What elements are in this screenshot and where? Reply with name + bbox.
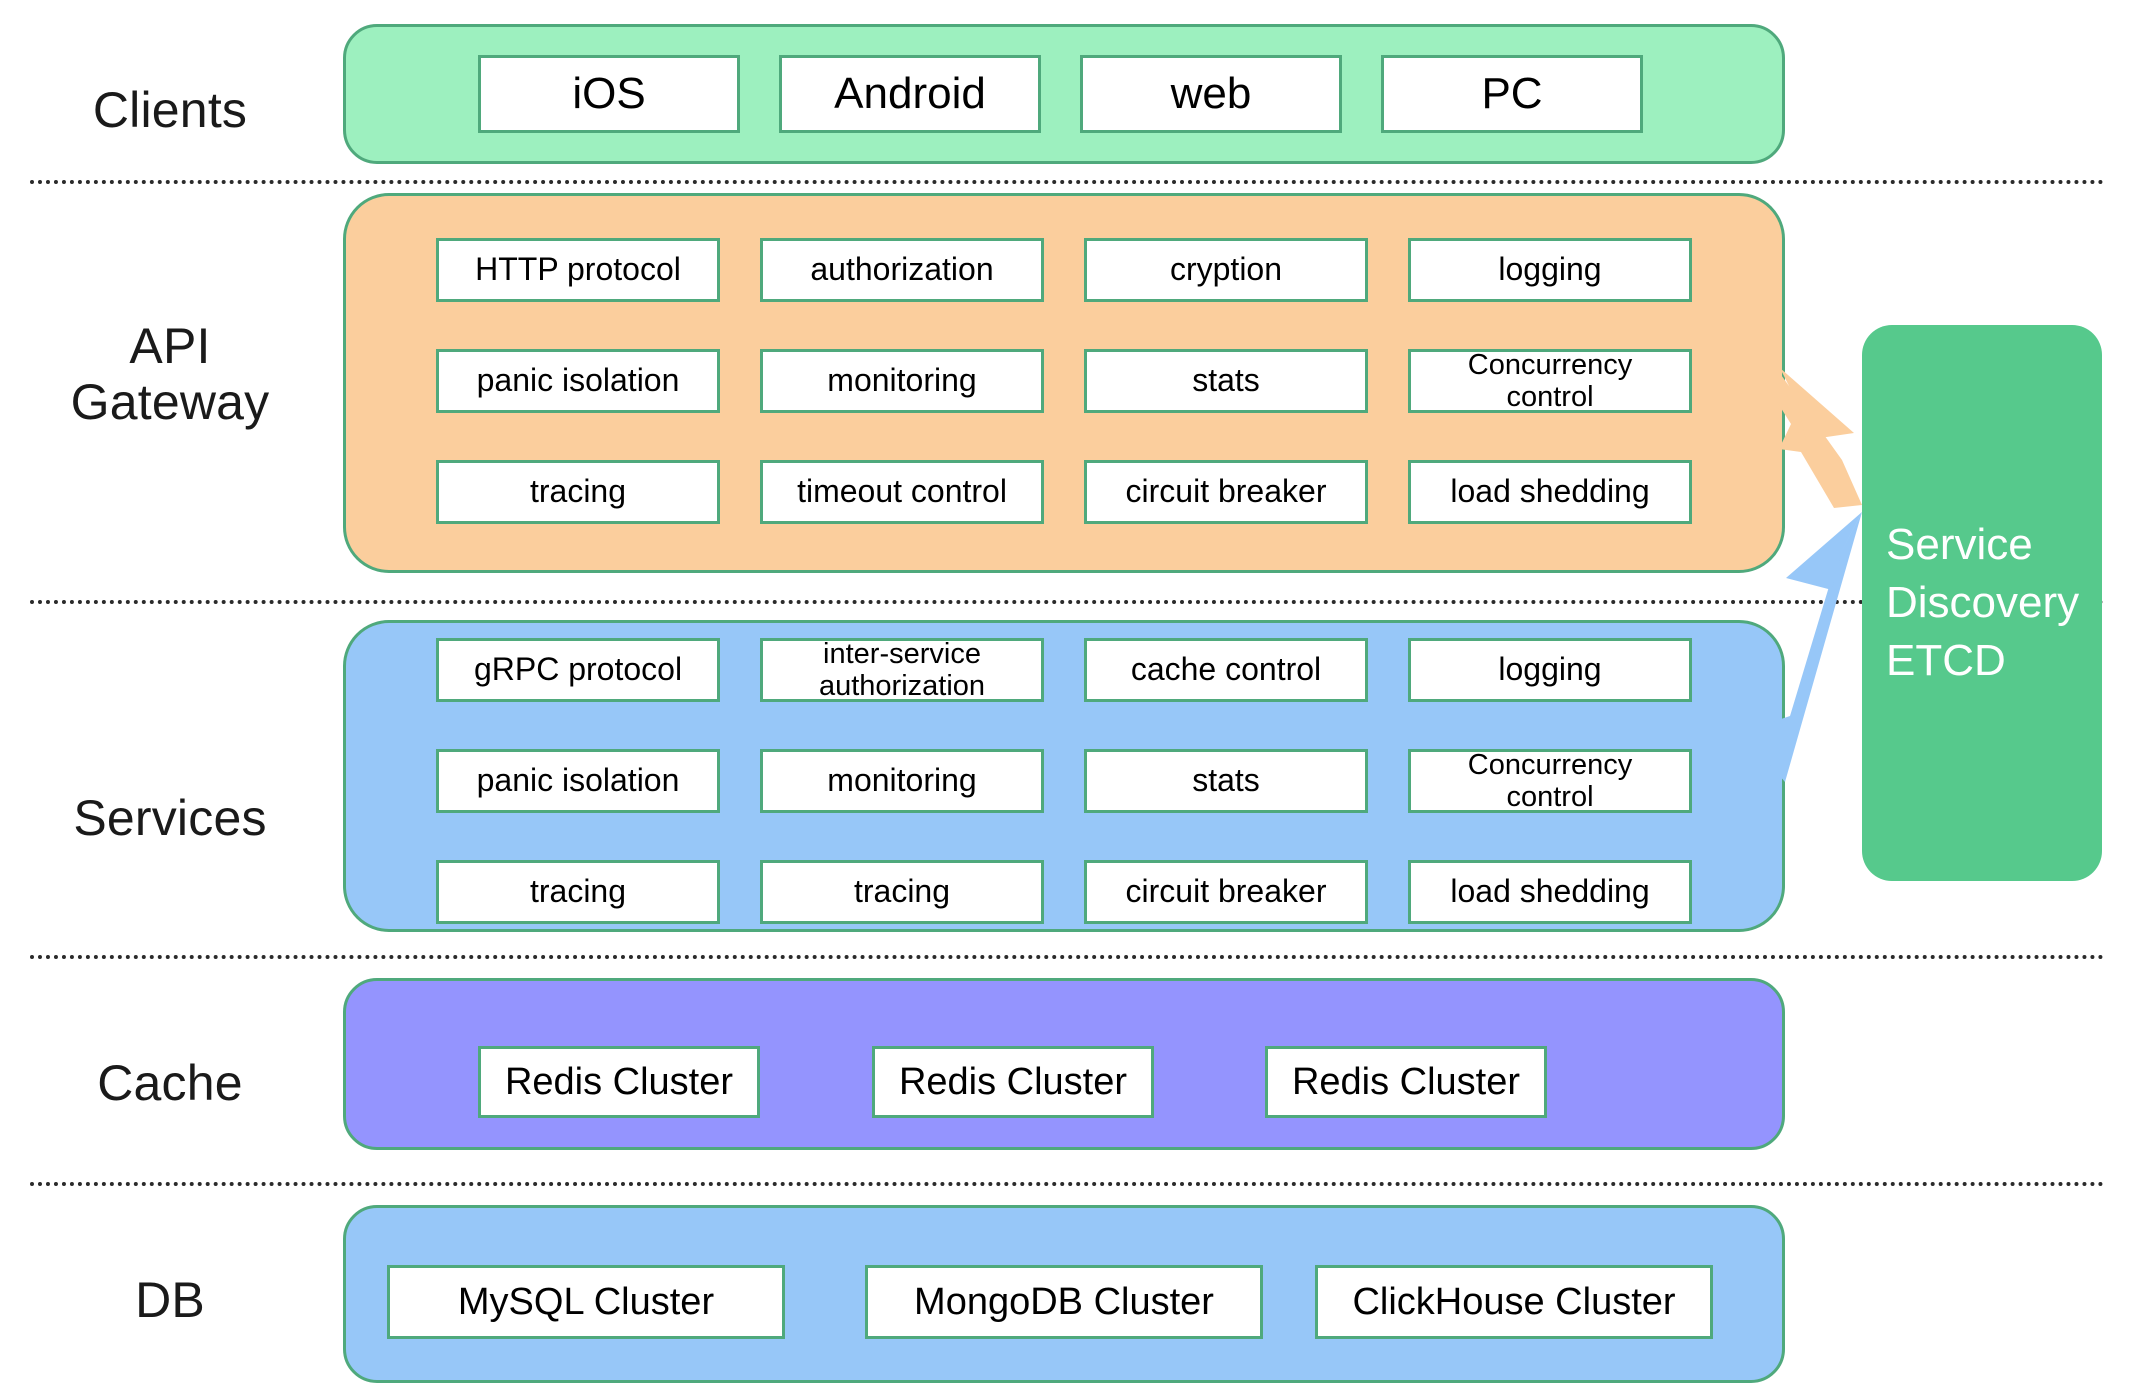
service-box-panic-isolation[interactable]: panic isolation (436, 749, 720, 813)
db-box-mongodb-cluster[interactable]: MongoDB Cluster (865, 1265, 1263, 1339)
row-label-cache: Cache (97, 1055, 243, 1111)
gateway-box-timeout-control[interactable]: timeout control (760, 460, 1044, 524)
gateway-box-stats[interactable]: stats (1084, 349, 1368, 413)
gateway-box-load-shedding[interactable]: load shedding (1408, 460, 1692, 524)
service-box-concurrency-control[interactable]: Concurrency control (1408, 749, 1692, 813)
db-box-clickhouse-cluster[interactable]: ClickHouse Cluster (1315, 1265, 1713, 1339)
client-box-pc[interactable]: PC (1381, 55, 1643, 133)
client-box-android[interactable]: Android (779, 55, 1041, 133)
gateway-box-concurrency-control[interactable]: Concurrency control (1408, 349, 1692, 413)
row-label-services: Services (73, 790, 267, 846)
cache-box-redis-cluster-2[interactable]: Redis Cluster (872, 1046, 1154, 1118)
arrow-gateway-head-icon (1780, 368, 1854, 440)
gateway-box-circuit-breaker[interactable]: circuit breaker (1084, 460, 1368, 524)
service-box-grpc-protocol[interactable]: gRPC protocol (436, 638, 720, 702)
divider-cache-db (30, 1182, 2105, 1186)
gateway-box-cryption[interactable]: cryption (1084, 238, 1368, 302)
divider-gateway-services (30, 600, 2105, 604)
gateway-box-authorization[interactable]: authorization (760, 238, 1044, 302)
row-label-api-gateway: API Gateway (70, 318, 270, 430)
service-box-tracing-2[interactable]: tracing (760, 860, 1044, 924)
row-label-clients: Clients (92, 82, 248, 138)
client-box-ios[interactable]: iOS (478, 55, 740, 133)
row-label-db: DB (135, 1272, 205, 1328)
divider-clients-gateway (30, 180, 2105, 184)
service-discovery-etcd-panel[interactable]: Service Discovery ETCD (1862, 325, 2102, 881)
service-box-logging[interactable]: logging (1408, 638, 1692, 702)
service-box-load-shedding[interactable]: load shedding (1408, 860, 1692, 924)
service-box-stats[interactable]: stats (1084, 749, 1368, 813)
cache-box-redis-cluster-1[interactable]: Redis Cluster (478, 1046, 760, 1118)
arrow-services-head-icon (1786, 512, 1862, 590)
db-box-mysql-cluster[interactable]: MySQL Cluster (387, 1265, 785, 1339)
gateway-box-monitoring[interactable]: monitoring (760, 349, 1044, 413)
gateway-box-panic-isolation[interactable]: panic isolation (436, 349, 720, 413)
service-box-cache-control[interactable]: cache control (1084, 638, 1368, 702)
gateway-box-tracing[interactable]: tracing (436, 460, 720, 524)
service-box-inter-service-authorization[interactable]: inter-service authorization (760, 638, 1044, 702)
client-box-web[interactable]: web (1080, 55, 1342, 133)
service-box-monitoring[interactable]: monitoring (760, 749, 1044, 813)
gateway-box-logging[interactable]: logging (1408, 238, 1692, 302)
service-box-circuit-breaker[interactable]: circuit breaker (1084, 860, 1368, 924)
cache-box-redis-cluster-3[interactable]: Redis Cluster (1265, 1046, 1547, 1118)
gateway-box-http-protocol[interactable]: HTTP protocol (436, 238, 720, 302)
service-box-tracing-1[interactable]: tracing (436, 860, 720, 924)
divider-services-cache (30, 955, 2105, 959)
